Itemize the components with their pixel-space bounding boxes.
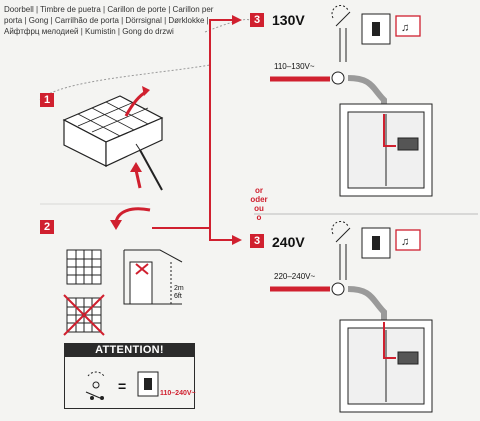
cable-top bbox=[347, 75, 387, 114]
step-1-badge: 1 bbox=[40, 93, 54, 107]
step-3a-badge: 3 bbox=[250, 13, 264, 27]
transformer-icon bbox=[62, 95, 164, 167]
or-text: or oder ou o bbox=[250, 186, 268, 222]
doorbell-icon: ♫ bbox=[395, 229, 421, 251]
step-arrow bbox=[114, 207, 151, 223]
arrow-top bbox=[232, 15, 242, 25]
voltage-top: 130V bbox=[272, 12, 305, 28]
arrow-bottom bbox=[232, 235, 242, 245]
grid-crossed-icon bbox=[63, 294, 105, 336]
grid-icon bbox=[66, 249, 102, 285]
branch-lines bbox=[152, 19, 232, 241]
switch-icon bbox=[85, 371, 105, 400]
attention-range: 110–240V~ bbox=[160, 390, 196, 397]
mount-cross-icon bbox=[135, 263, 149, 275]
voltage-bottom: 240V bbox=[272, 234, 305, 250]
title-text: Doorbell | Timbre de puetra | Carillon d… bbox=[4, 5, 214, 36]
title-curve bbox=[204, 19, 251, 33]
attention-box bbox=[64, 357, 195, 409]
svg-text:♫: ♫ bbox=[401, 22, 409, 34]
wire-label-bottom: 220–240V~ bbox=[274, 272, 316, 281]
chime-unit-top bbox=[339, 103, 433, 197]
bell-switch-icon bbox=[361, 13, 391, 45]
switch-icon bbox=[331, 221, 351, 280]
chime-unit-bottom bbox=[339, 319, 433, 413]
switch-icon bbox=[331, 5, 351, 62]
attention-banner: ATTENTION! bbox=[64, 343, 195, 357]
cable-bottom bbox=[347, 286, 387, 322]
svg-text:♫: ♫ bbox=[401, 236, 409, 248]
wall-switch-icon bbox=[137, 371, 159, 397]
screwdriver-icon bbox=[135, 143, 163, 191]
doorbell-icon: ♫ bbox=[395, 15, 421, 37]
equals-sign: = bbox=[118, 378, 127, 394]
bell-switch-icon bbox=[361, 227, 391, 259]
wire-label-top: 110–130V~ bbox=[274, 62, 315, 71]
step-3b-badge: 3 bbox=[250, 234, 264, 248]
mount-height: 2m 6ft bbox=[174, 285, 184, 300]
flow-curve bbox=[39, 64, 211, 101]
step-2-badge: 2 bbox=[40, 220, 54, 234]
